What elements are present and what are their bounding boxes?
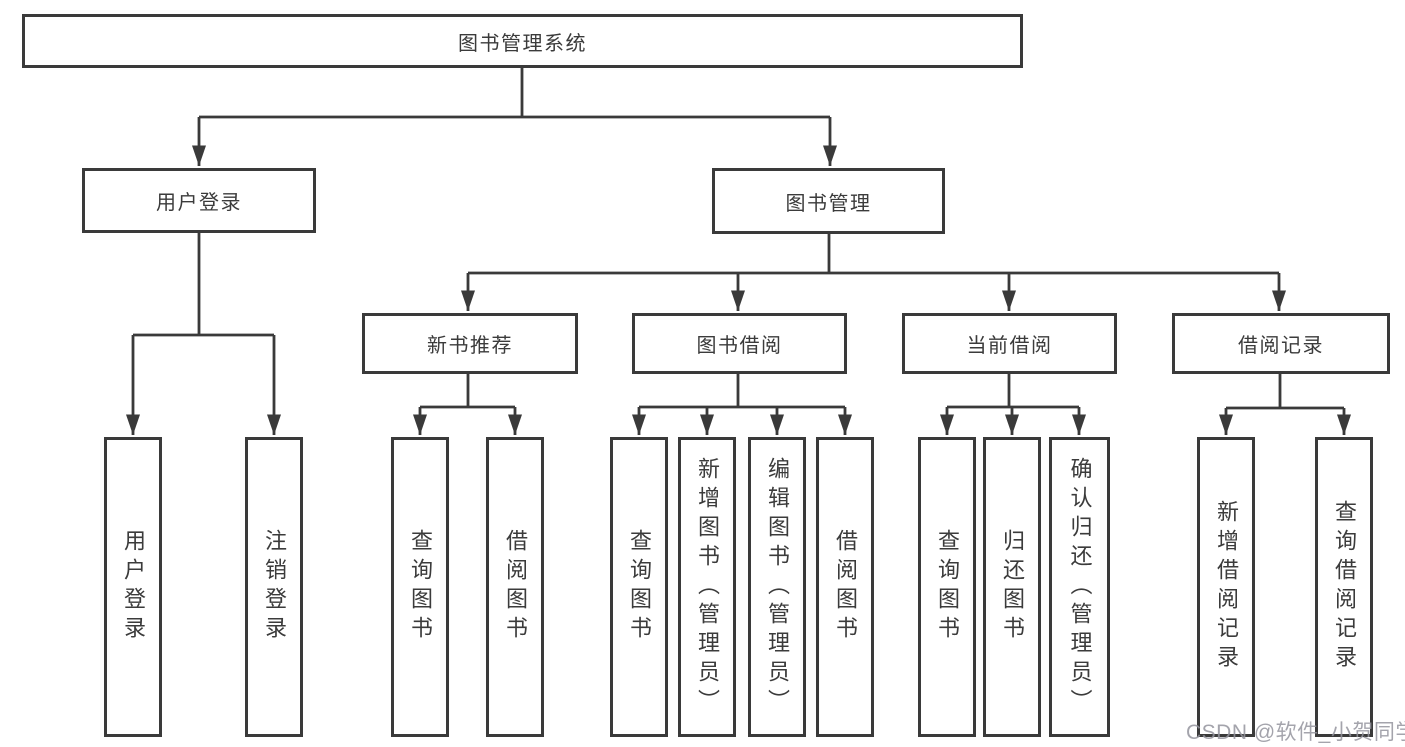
trunk-current-borrow-children — [947, 374, 1079, 409]
trunk-user-login-children — [133, 233, 274, 337]
node-book-management: 图书管理 — [712, 168, 945, 234]
leaf-logout: 注销登录 — [245, 437, 303, 737]
trunk-new-books-children — [420, 374, 515, 409]
node-borrowing-records: 借阅记录 — [1172, 313, 1390, 374]
leaf-borrow-books: 借阅图书 — [486, 437, 544, 737]
leaf-label: 查询图书 — [408, 529, 433, 645]
leaf-label: 注销登录 — [262, 529, 287, 645]
leaf-label: 新增借阅记录 — [1214, 500, 1239, 674]
leaf-label: 查询图书 — [627, 529, 652, 645]
node-label: 借阅记录 — [1238, 335, 1324, 357]
trunk-root-to-level2 — [199, 68, 830, 119]
leaf-query-books: 查询图书 — [610, 437, 668, 737]
leaf-label: 查询借阅记录 — [1332, 500, 1357, 674]
leaf-edit-books-admin: 编辑图书（管理员） — [748, 437, 806, 737]
leaf-label: 编辑图书（管理员） — [765, 456, 790, 718]
leaf-label: 查询图书 — [935, 529, 960, 645]
leaf-borrow-books: 借阅图书 — [816, 437, 874, 737]
node-label: 新书推荐 — [427, 335, 513, 357]
trunk-book-borrow-children — [639, 374, 845, 409]
leaf-label: 借阅图书 — [833, 529, 858, 645]
csdn-watermark: CSDN @软件_小贺同学 — [1186, 721, 1405, 744]
leaf-query-borrow-record: 查询借阅记录 — [1315, 437, 1373, 737]
node-label: 图书管理 — [785, 192, 872, 215]
leaf-query-books: 查询图书 — [391, 437, 449, 737]
node-label: 用户登录 — [156, 192, 242, 214]
leaf-return-books: 归还图书 — [983, 437, 1041, 737]
node-label: 图书管理系统 — [458, 32, 587, 55]
leaf-label: 归还图书 — [1000, 529, 1025, 645]
node-label: 图书借阅 — [696, 335, 783, 357]
leaf-confirm-return-admin: 确认归还（管理员） — [1049, 437, 1110, 737]
node-library-management-system: 图书管理系统 — [22, 14, 1023, 68]
leaf-label: 确认归还（管理员） — [1067, 456, 1093, 718]
node-user-login: 用户登录 — [82, 168, 316, 233]
leaf-label: 借阅图书 — [503, 529, 528, 645]
node-current-borrowing: 当前借阅 — [902, 313, 1117, 374]
node-book-borrowing: 图书借阅 — [632, 313, 847, 374]
node-label: 当前借阅 — [966, 335, 1053, 357]
leaf-add-borrow-record: 新增借阅记录 — [1197, 437, 1255, 737]
leaf-add-books-admin: 新增图书（管理员） — [678, 437, 736, 737]
leaf-label: 用户登录 — [121, 529, 146, 645]
leaf-user-login: 用户登录 — [104, 437, 162, 737]
leaf-label: 新增图书（管理员） — [695, 456, 720, 718]
leaf-query-books: 查询图书 — [918, 437, 976, 737]
trunk-book-mgmt-children — [468, 234, 1279, 275]
trunk-borrow-records-children — [1226, 374, 1344, 410]
node-new-book-recommend: 新书推荐 — [362, 313, 578, 374]
